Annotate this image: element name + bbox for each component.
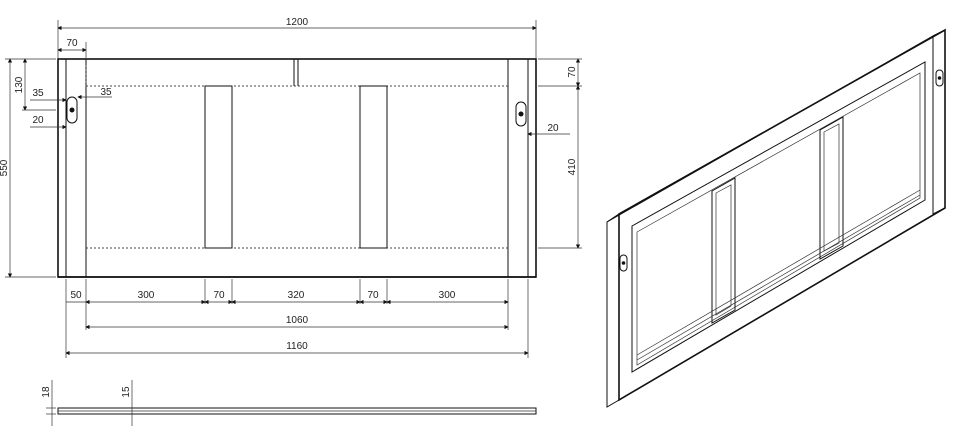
left-slot-icon [66,96,78,124]
dim-slot-width-left: 20 [32,115,44,126]
dim-height: 550 [0,159,10,176]
mullion-right [359,85,388,249]
dim-segment-1: 50 [70,290,82,301]
dim-outer-width: 1160 [286,341,308,352]
dim-panel-thickness: 15 [121,386,132,398]
right-slot-icon [515,101,527,127]
dim-slot-width-right: 20 [547,123,559,134]
dim-segment-5: 70 [367,290,379,301]
dim-segment-3: 70 [213,290,225,301]
dim-top-rail: 130 [14,76,25,93]
dim-segment-4: 320 [288,290,305,301]
iso-right-slot-icon [935,69,944,87]
dim-segment-6: 300 [439,290,456,301]
dim-slot-offset-left: 35 [32,88,44,99]
iso-left-slot-icon [619,254,628,272]
front-view: 1200 70 550 130 35 35 20 70 410 20 [0,17,582,358]
dim-thickness: 18 [41,386,52,398]
isometric-view [606,28,946,408]
panel-face [618,28,946,402]
dim-inner-width: 1060 [286,315,309,326]
dim-stile-width: 70 [66,38,78,49]
panel-outline [57,58,537,278]
dim-slot-offset-right: 35 [100,87,112,98]
dim-segment-2: 300 [138,290,155,301]
section-view: 18 15 [41,380,537,426]
dim-top-rail-right: 70 [567,66,578,78]
dim-panel-height: 410 [567,158,578,175]
mullion-left [204,85,233,249]
dim-overall-width: 1200 [286,17,309,28]
